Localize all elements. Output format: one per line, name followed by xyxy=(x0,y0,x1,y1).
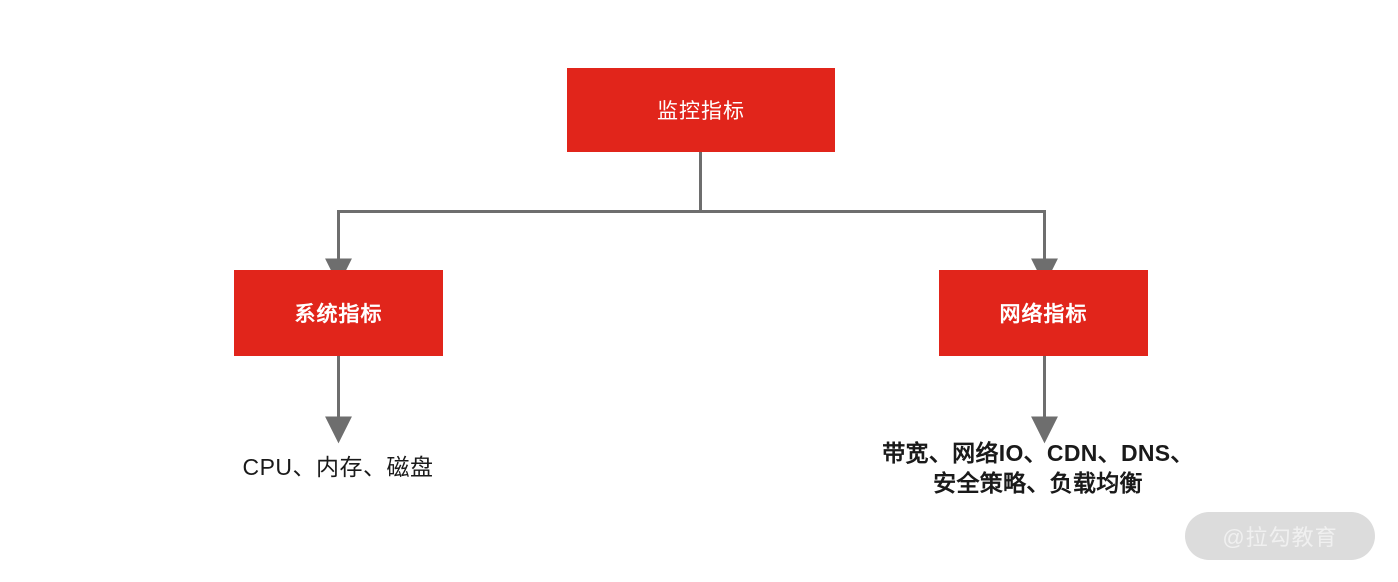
leaf-label-system-metrics: CPU、内存、磁盘 xyxy=(242,454,434,480)
node-branch-network-metrics[interactable]: 网络指标 xyxy=(939,270,1148,356)
watermark-badge: @拉勾教育 xyxy=(1185,512,1375,560)
leaf-label-network-metrics: 带宽、网络IO、CDN、DNS、 安全策略、负载均衡 xyxy=(882,440,1194,497)
node-root-monitoring-metrics[interactable]: 监控指标 xyxy=(567,68,835,152)
node-branch-system-metrics[interactable]: 系统指标 xyxy=(234,270,443,356)
